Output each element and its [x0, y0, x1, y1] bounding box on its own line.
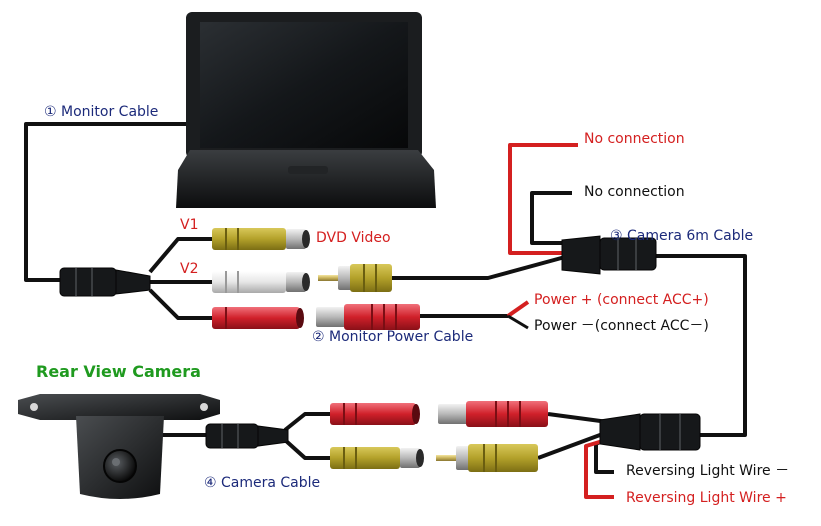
camera-lens	[103, 449, 137, 483]
power-plus-label: Power + (connect ACC+)	[534, 292, 709, 308]
monitor-cable-label: ① Monitor Cable	[44, 104, 159, 120]
reversing-plus-label: Reversing Light Wire +	[626, 490, 787, 506]
video-yellow-rca-male	[318, 264, 392, 292]
monitor-cable-wire	[24, 122, 192, 282]
power-branch-wire	[148, 288, 212, 320]
monitor-power-red-dc-female	[212, 307, 304, 329]
v2-white-rca-female	[212, 271, 310, 293]
monitor-splitter-connector	[59, 267, 151, 297]
no-connection-red-wire	[508, 143, 578, 255]
v1-branch-wire	[148, 237, 212, 274]
no-connection-black-wire	[530, 191, 572, 245]
camera-6m-cable-label: ③ Camera 6m Cable	[610, 228, 754, 244]
monitor-base	[176, 150, 436, 208]
power-minus-wire	[507, 314, 529, 330]
video-to-camera6m-wire	[390, 255, 566, 280]
camera-mount-bracket	[18, 394, 220, 420]
camera-split-yellow-wire	[283, 438, 330, 460]
monitor-power-cable-label: ② Monitor Power Cable	[312, 329, 474, 345]
camera-cable-connector	[205, 423, 289, 449]
camera-split-red-wire	[283, 412, 330, 432]
no-connection-red-label: No connection	[584, 131, 685, 147]
reversing-minus-label: Reversing Light Wire －	[626, 463, 790, 479]
camera-cable-label: ④ Camera Cable	[204, 475, 321, 491]
camera-mount-hole-left	[30, 403, 38, 411]
red-wires	[506, 143, 614, 499]
monitor-power-red-dc-male	[316, 304, 420, 330]
monitor-device	[176, 12, 436, 208]
rear-view-camera-label: Rear View Camera	[36, 362, 201, 381]
reversing-junction-connector	[599, 413, 701, 451]
rear-red-to-junction-wire	[547, 412, 609, 424]
black-connectors	[59, 235, 701, 451]
camera-lens-glint	[112, 458, 120, 466]
rear-red-dc-male	[438, 401, 548, 427]
camera6m-junction-connector	[561, 235, 657, 275]
monitor-screen	[200, 22, 408, 148]
v1-yellow-rca-female	[212, 228, 310, 250]
rear-yellow-to-junction-wire	[537, 430, 609, 460]
camera-mount-hole-right	[200, 403, 208, 411]
rear-view-camera-device	[18, 394, 220, 499]
power-plus-wire	[506, 300, 530, 318]
v1-label: V1	[180, 217, 199, 233]
reversing-plus-wire	[584, 438, 614, 499]
camera6m-long-wire	[655, 254, 747, 437]
camera-yellow-rca-female	[330, 447, 424, 469]
power-minus-label: Power －(connect ACC－)	[534, 318, 709, 334]
v2-label: V2	[180, 261, 199, 277]
rear-yellow-rca-male	[436, 444, 538, 472]
dvd-video-label: DVD Video	[316, 230, 391, 246]
no-connection-black-label: No connection	[584, 184, 685, 200]
monitor-button	[288, 166, 328, 174]
black-wires	[24, 122, 747, 474]
camera-red-dc-female	[330, 403, 420, 425]
